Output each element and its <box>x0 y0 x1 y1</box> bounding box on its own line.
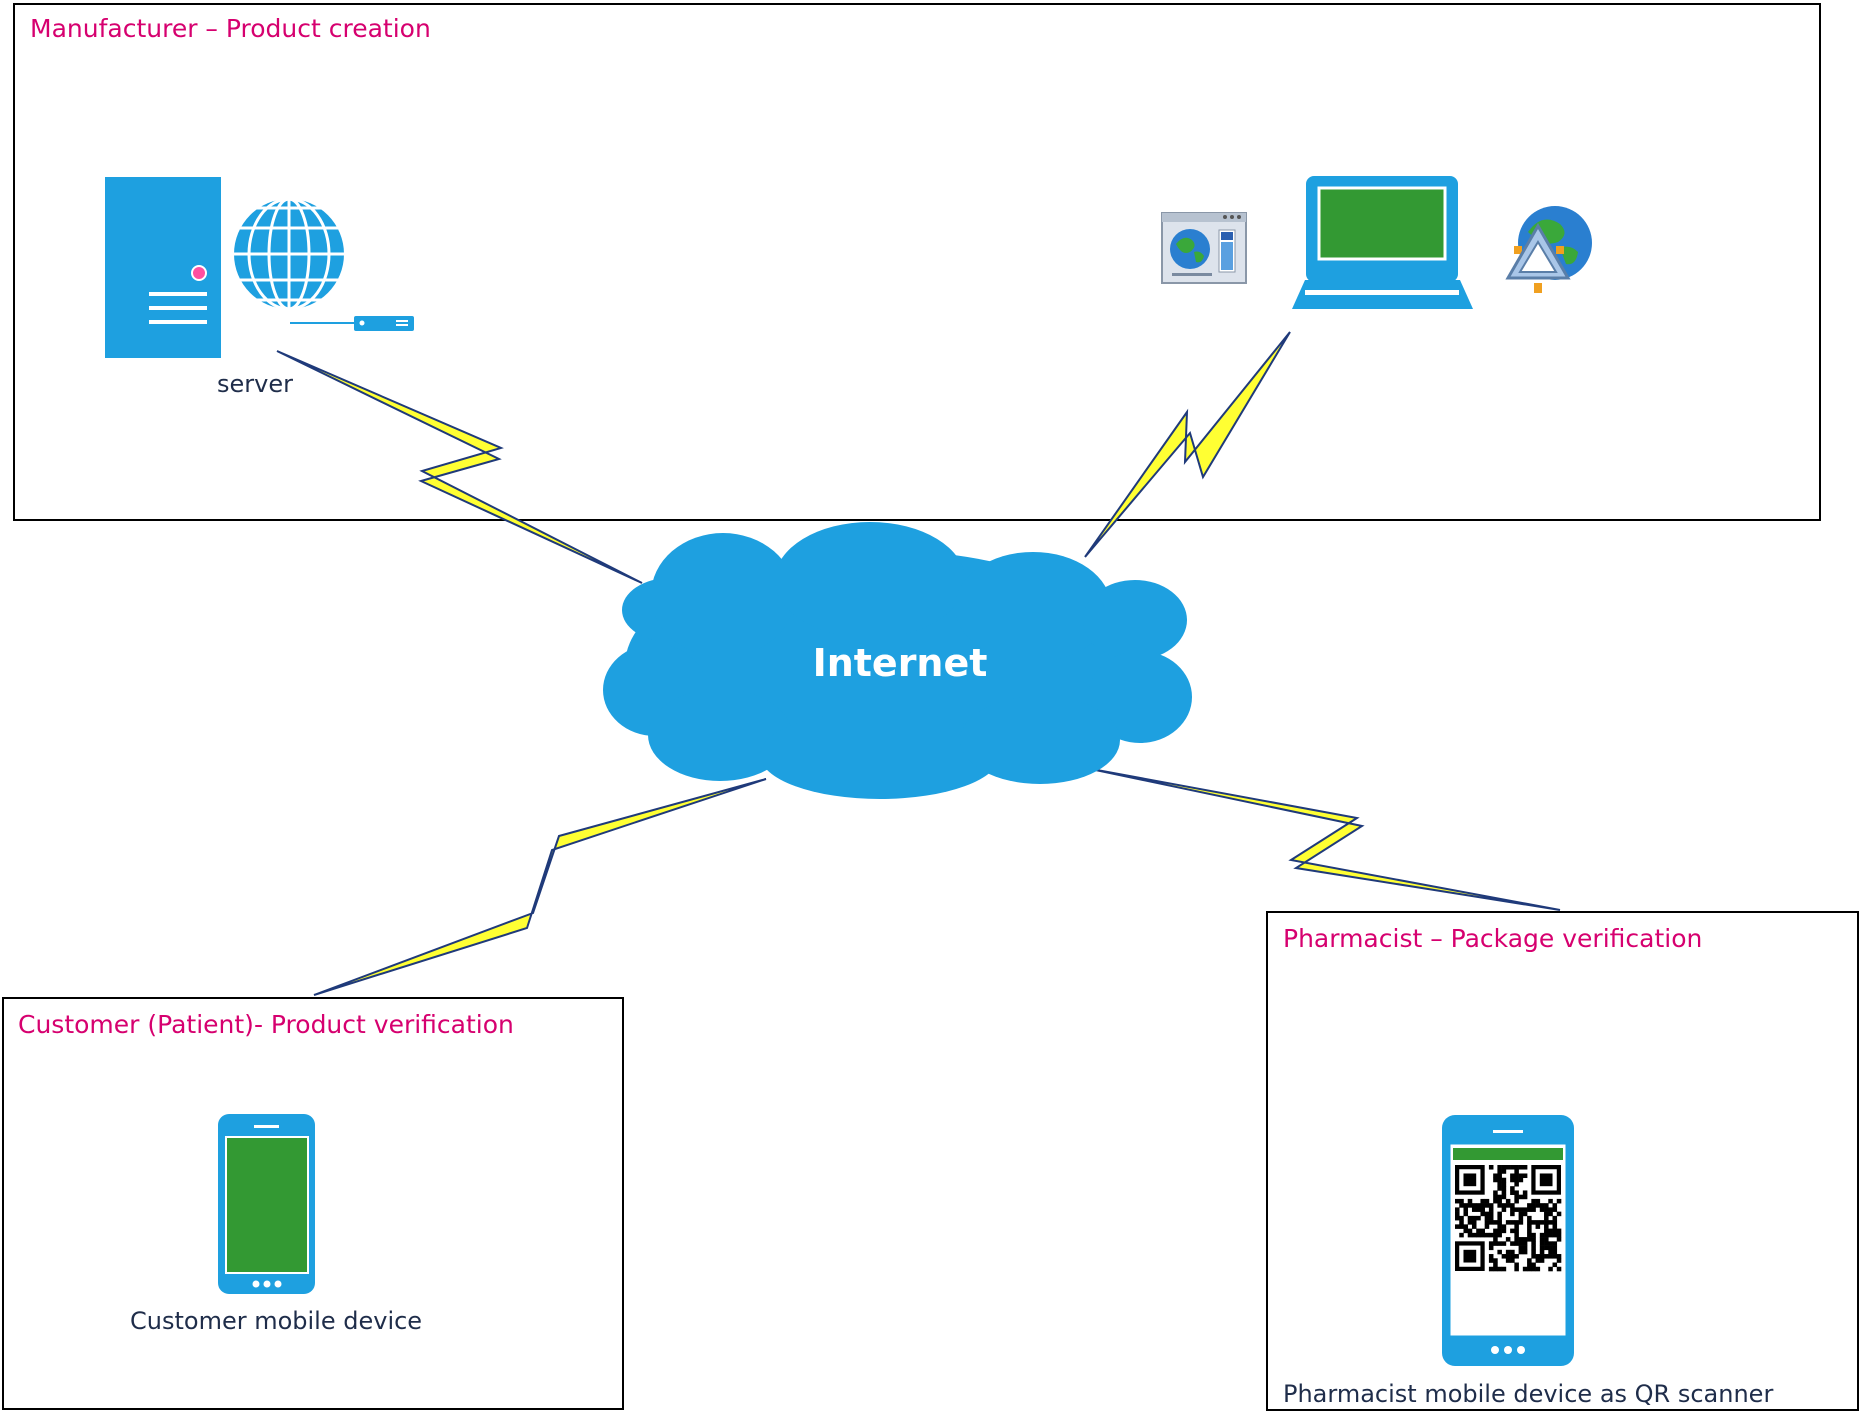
server-label: server <box>217 370 293 398</box>
pharmacist-region <box>1266 911 1859 1411</box>
browser-window-icon <box>1161 212 1247 284</box>
manufacturer-region <box>13 3 1821 521</box>
internet-cloud: Internet <box>603 522 1192 799</box>
customer-device-label: Customer mobile device <box>130 1307 423 1335</box>
customer-phone-icon <box>218 1114 315 1294</box>
qr-code-icon <box>1455 1165 1562 1272</box>
customer-region <box>2 997 624 1410</box>
pharmacist-device-label: Pharmacist mobile device as QR scanner <box>1283 1380 1774 1408</box>
server-icon <box>105 177 221 358</box>
link-laptop-internet <box>1084 331 1291 558</box>
customer-title: Customer (Patient)- Product verification <box>18 1010 514 1039</box>
globe-network-icon <box>1505 206 1592 293</box>
link-internet-customer <box>313 778 767 996</box>
pharmacist-title: Pharmacist – Package verification <box>1283 924 1703 953</box>
network-cable-icon <box>290 316 414 331</box>
internet-label: Internet <box>813 641 988 685</box>
link-internet-pharmacist <box>1085 767 1561 911</box>
laptop-icon <box>1292 176 1473 309</box>
link-server-internet <box>276 350 643 584</box>
manufacturer-title: Manufacturer – Product creation <box>30 14 431 43</box>
web-globe-icon <box>234 197 344 311</box>
